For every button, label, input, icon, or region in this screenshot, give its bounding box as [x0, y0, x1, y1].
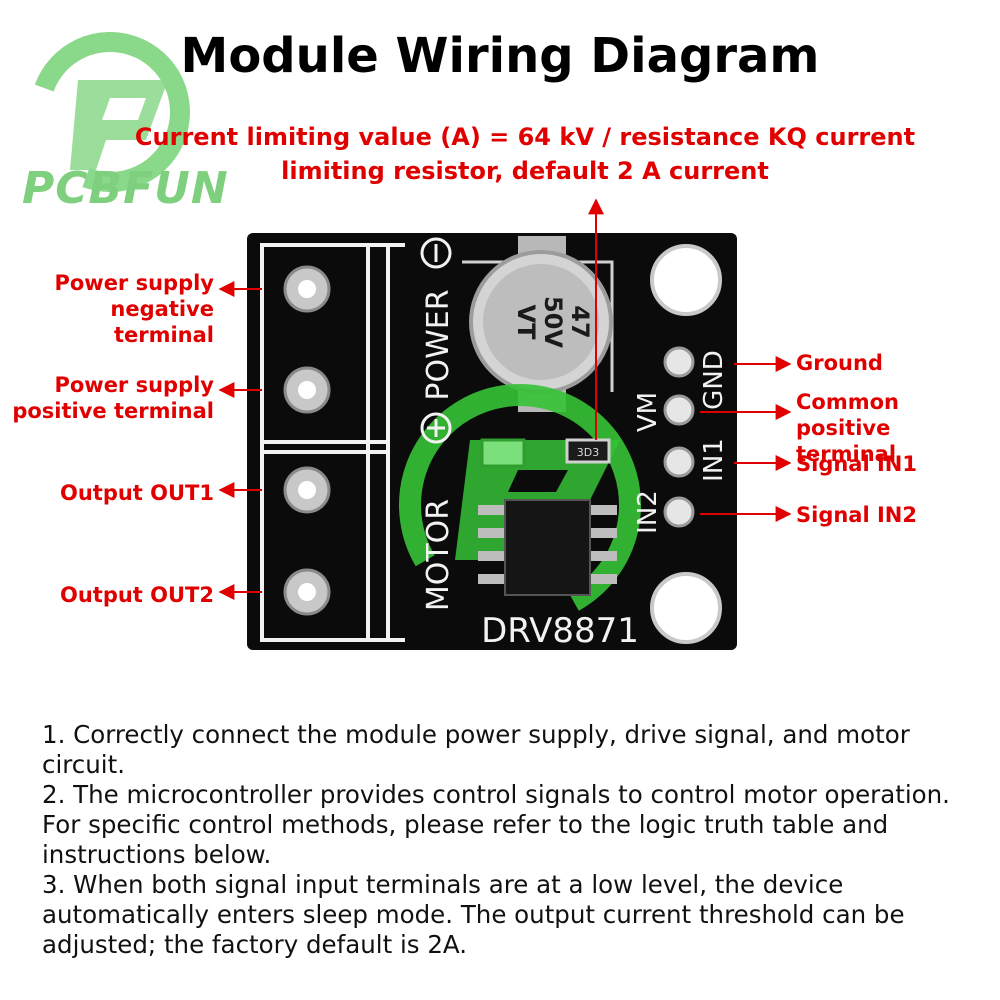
- page-title: Module Wiring Diagram: [180, 28, 820, 84]
- silk-power: POWER: [421, 289, 456, 400]
- instruction-3: 3. When both signal input terminals are …: [42, 870, 905, 959]
- instructions: 1. Correctly connect the module power su…: [42, 720, 992, 960]
- capacitor-text-1: 47: [566, 305, 594, 338]
- board-name: DRV8871: [481, 611, 639, 651]
- label-signal-in2: Signal IN2: [796, 503, 917, 527]
- label-ground: Ground: [796, 351, 883, 375]
- pcbfun-logo-icon: [30, 32, 190, 192]
- resistor: [565, 438, 611, 464]
- label-output-out1: Output OUT1: [59, 481, 214, 505]
- watermark-ring: [399, 384, 642, 626]
- led: [480, 438, 526, 468]
- capacitor-text-2: 50V: [539, 296, 567, 348]
- silk-gnd: GND: [699, 350, 729, 410]
- label-power-positive: Power supply positive terminal: [12, 373, 214, 423]
- silk-in1: IN1: [699, 438, 729, 482]
- label-output-out2: Output OUT2: [59, 583, 214, 607]
- mounting-hole-top: [650, 244, 722, 316]
- silk-motor: MOTOR: [421, 499, 456, 611]
- plus-symbol-icon: [420, 412, 452, 444]
- header-pin: [663, 346, 695, 528]
- label-power-negative: Power supply negative terminal: [54, 271, 214, 347]
- mounting-hole-bottom: [650, 572, 722, 644]
- current-limit-note: Current limiting value (A) = 64 kV / res…: [134, 123, 916, 185]
- label-common-positive: Common positive terminal: [796, 390, 899, 466]
- instruction-2: 2. The microcontroller provides control …: [42, 780, 950, 869]
- capacitor-text-3: VT: [512, 305, 540, 341]
- drv8871-chip: [504, 499, 591, 596]
- instruction-1: 1. Correctly connect the module power su…: [42, 720, 910, 779]
- logo-text: PCBFUN: [22, 163, 229, 214]
- resistor-code: 3D3: [577, 446, 599, 459]
- label-signal-in1: Signal IN1: [796, 452, 917, 476]
- minus-symbol-icon: [420, 237, 452, 269]
- silk-vm: VM: [633, 392, 663, 432]
- silk-in2: IN2: [633, 490, 663, 534]
